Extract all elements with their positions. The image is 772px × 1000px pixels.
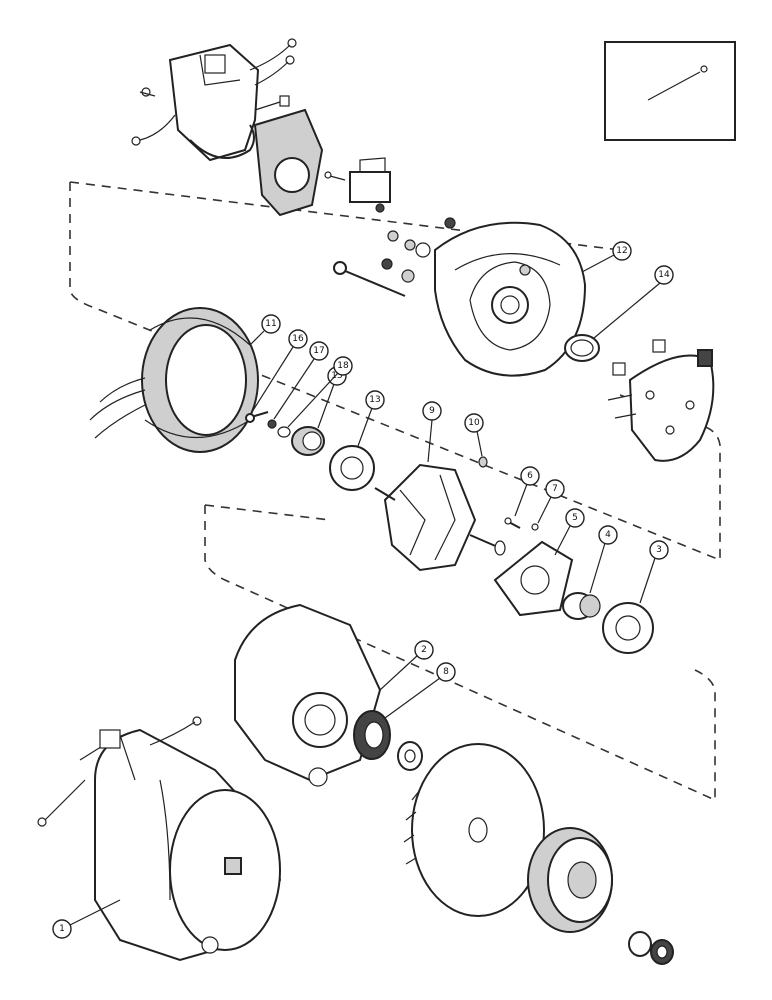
fan xyxy=(403,743,545,917)
callout-10-label: 10 xyxy=(468,418,480,428)
terminal-bracket xyxy=(324,157,391,213)
callout-12: 12 xyxy=(581,241,632,273)
callout-18: 18 xyxy=(287,356,353,428)
callout-10: 10 xyxy=(464,413,484,457)
stator xyxy=(89,307,259,453)
callout-5-label: 5 xyxy=(572,513,578,523)
callout-6: 6 xyxy=(514,466,540,517)
screw-washer xyxy=(504,517,539,531)
callout-14: 14 xyxy=(593,265,674,339)
callout-7: 7 xyxy=(537,479,565,524)
gasket xyxy=(253,108,324,217)
callout-14-label: 14 xyxy=(658,270,670,280)
callout-8-label: 8 xyxy=(443,667,449,677)
assembly-guide-lines xyxy=(69,181,721,802)
callout-5: 5 xyxy=(554,508,585,556)
spacer-small xyxy=(397,741,423,771)
callout-11-label: 11 xyxy=(265,319,276,329)
pulley-washer-nut xyxy=(628,931,674,965)
callout-9: 9 xyxy=(422,401,442,463)
callout-2: 2 xyxy=(379,640,434,691)
rectifier-bridge xyxy=(607,339,715,462)
callout-15: 15 xyxy=(317,366,347,429)
retaining-ring xyxy=(564,334,600,362)
pulley xyxy=(527,827,613,933)
seal xyxy=(353,710,391,760)
callout-4-label: 4 xyxy=(605,530,611,540)
callout-11: 11 xyxy=(249,314,281,346)
callout-4: 4 xyxy=(589,525,618,594)
regulator-housing-top xyxy=(131,38,297,162)
callout-2-label: 2 xyxy=(421,645,427,655)
slip-ring-end-frame xyxy=(434,221,587,377)
callout-12-label: 12 xyxy=(616,246,627,256)
callout-6-label: 6 xyxy=(527,471,533,481)
through-bolt xyxy=(333,261,406,297)
callout-3-label: 3 xyxy=(656,545,662,555)
alternator-assembly xyxy=(37,716,282,962)
callouts: 1 2 3 4 5 6 7 xyxy=(52,241,674,939)
retainer-plate xyxy=(493,540,574,617)
callout-15-label: 15 xyxy=(331,371,342,381)
spacer xyxy=(562,592,601,620)
callout-8: 8 xyxy=(384,662,456,719)
callout-3: 3 xyxy=(639,540,669,604)
callout-1-label: 1 xyxy=(59,924,65,934)
nuts-washers xyxy=(381,217,456,283)
callout-17: 17 xyxy=(273,341,329,420)
callout-13: 13 xyxy=(357,390,385,447)
bearing-13 xyxy=(329,445,375,491)
callout-16: 16 xyxy=(251,329,308,413)
callout-13-label: 13 xyxy=(369,395,380,405)
brush-parts xyxy=(245,411,325,456)
rotor xyxy=(374,456,506,572)
callout-16-label: 16 xyxy=(292,334,304,344)
callout-18-label: 18 xyxy=(337,361,349,371)
callout-9-label: 9 xyxy=(429,406,435,416)
inset-box xyxy=(604,41,736,141)
callout-17-label: 17 xyxy=(313,346,324,356)
callout-7-label: 7 xyxy=(552,484,558,494)
bearing-3 xyxy=(602,602,654,654)
callout-1: 1 xyxy=(52,899,121,939)
drive-end-frame xyxy=(234,603,382,787)
